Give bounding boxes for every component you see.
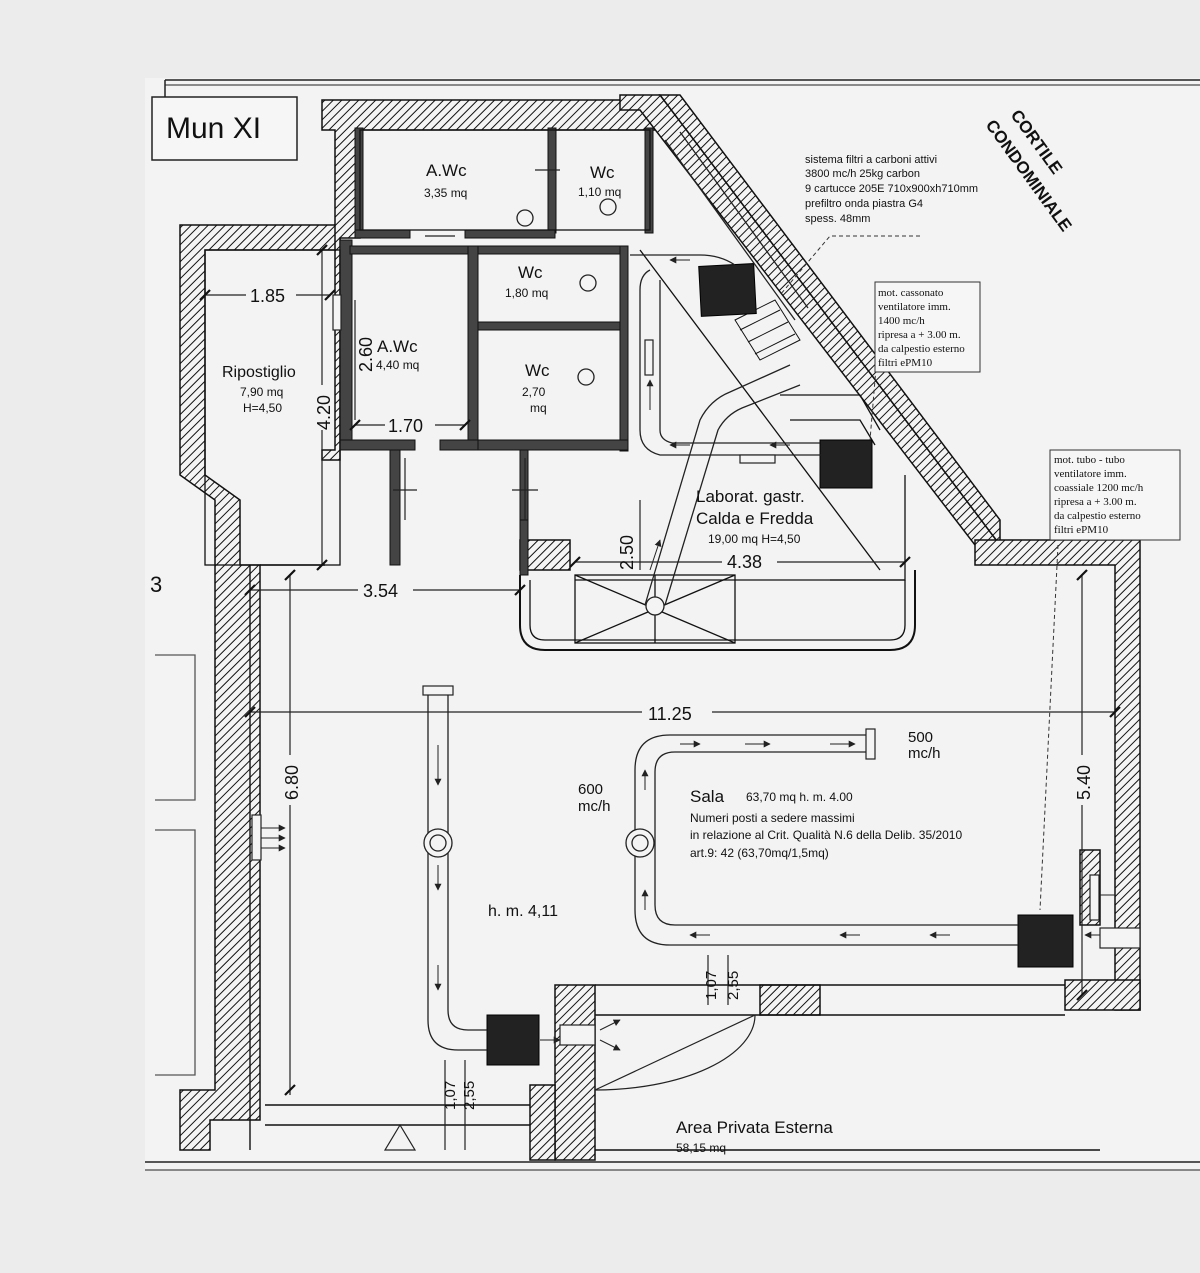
unit-motor1 (819, 439, 873, 489)
dim-420: 4.20 (314, 395, 334, 430)
note-motor1-l2: ventilatore imm. (878, 301, 951, 313)
room-lab-name1: Laborat. gastr. (696, 487, 805, 506)
dim-540: 5.40 (1074, 765, 1094, 800)
unit-filter (698, 263, 757, 317)
note-motor1-l4: ripresa a + 3.00 m. (878, 329, 961, 341)
note-motor2-l3: coassiale 1200 mc/h (1054, 482, 1144, 494)
partitions (339, 127, 654, 576)
room-wc-low-name: Wc (525, 361, 550, 380)
title-box: Mun XI (151, 96, 298, 161)
room-sala-area: 63,70 mq h. m. 4.00 (746, 790, 853, 804)
dimension-ticks (199, 244, 1121, 1096)
flow-600-unit: mc/h (578, 798, 611, 815)
adjacent-sheet-lines (155, 654, 196, 1076)
room-lab-name2: Calda e Fredda (696, 509, 814, 528)
room-wc-top-name: Wc (590, 163, 615, 182)
dim-185: 1.85 (250, 286, 285, 306)
flow-500-unit: mc/h (908, 745, 941, 762)
flow-600: 600 (578, 781, 603, 798)
dim-1125: 11.25 (648, 704, 692, 724)
dim-250: 2.50 (617, 535, 637, 570)
dim-107-right: 1,07 (703, 971, 720, 1000)
diffuser-lab (645, 596, 665, 616)
room-ripostiglio-height: H=4,50 (243, 401, 282, 415)
hall-height: h. m. 4,11 (488, 903, 558, 920)
room-awc-top-area: 3,35 mq (424, 186, 467, 200)
note-filter-l1: sistema filtri a carboni attivi (805, 154, 937, 166)
room-ripostiglio-area: 7,90 mq (240, 385, 283, 399)
room-wc-mid-name: Wc (518, 263, 543, 282)
note-motor2-l4: ripresa a + 3.00 m. (1054, 496, 1137, 508)
room-outlines (204, 129, 916, 651)
dim-354: 3.54 (363, 581, 398, 601)
room-awc-top-name: A.Wc (426, 161, 467, 180)
room-awc-mid-name: A.Wc (377, 337, 418, 356)
outdoor-name: Area Privata Esterna (676, 1118, 833, 1137)
room-awc-mid-area: 4,40 mq (376, 358, 419, 372)
dim-438: 4.38 (727, 552, 762, 572)
unit-hall (486, 1014, 540, 1066)
fan-wc-3 (577, 368, 595, 386)
fan-wc-top (516, 209, 534, 227)
dim-680: 6.80 (282, 765, 302, 800)
note-motor1-l3: 1400 mc/h (878, 315, 925, 327)
kitchen-hood (734, 299, 801, 361)
note-motor1-l6: filtri ePM10 (878, 357, 933, 369)
leader-lines (779, 235, 1059, 911)
fan-wc-1 (599, 198, 617, 216)
note-motor2-l2: ventilatore imm. (1054, 468, 1127, 480)
room-sala-line1: Numeri posti a sedere massimi (690, 811, 855, 825)
room-sala-line2: in relazione al Crit. Qualità N.6 della … (690, 828, 962, 842)
note-motor2-l5: da calpestio esterno (1054, 510, 1141, 522)
level-marker-icon (383, 1123, 417, 1151)
ventilation-units (486, 263, 1074, 1066)
diffusers (423, 198, 665, 858)
diffuser-sala (625, 828, 655, 858)
dim-255-left: 2,55 (461, 1081, 478, 1110)
room-ripostiglio-name: Ripostiglio (222, 364, 296, 381)
note-motor1-l1: mot. cassonato (878, 287, 944, 299)
dim-170: 1.70 (388, 416, 423, 436)
dim-260: 2.60 (356, 337, 376, 372)
room-wc-top-area: 1,10 mq (578, 185, 621, 199)
note-motor1-l5: da calpestio esterno (878, 343, 965, 355)
room-wc-mid-area: 1,80 mq (505, 286, 548, 300)
dim-255-right: 2,55 (725, 971, 742, 1000)
outdoor-area: 58,15 mq (676, 1141, 726, 1155)
sheet-title: Mun XI (166, 112, 261, 145)
sheet-border (145, 79, 1200, 1171)
note-filter-l2: 3800 mc/h 25kg carbon (805, 168, 920, 180)
wall-outlines (249, 564, 1100, 1151)
note-motor2-l1: mot. tubo - tubo (1054, 454, 1125, 466)
note-filter-l4: prefiltro onda piastra G4 (805, 198, 923, 210)
room-wc-low-area2: mq (530, 401, 547, 415)
edge-label: 3 (150, 572, 162, 597)
unit-motor2 (1017, 914, 1074, 968)
room-lab-area: 19,00 mq H=4,50 (708, 532, 801, 546)
room-sala-line3: art.9: 42 (63,70mq/1,5mq) (690, 846, 829, 860)
note-motor1-box (874, 281, 981, 373)
grilles (251, 294, 1141, 1046)
note-motor2-l6: filtri ePM10 (1054, 524, 1109, 536)
diffuser-hall (423, 828, 453, 858)
dim-107-left: 1,07 (442, 1081, 459, 1110)
note-filter-l5: spess. 48mm (805, 213, 870, 225)
room-wc-low-area1: 2,70 (522, 385, 546, 399)
room-sala-name: Sala (690, 787, 725, 806)
flow-500: 500 (908, 729, 933, 746)
note-motor2-box (1049, 449, 1181, 541)
note-filter-l3: 9 cartucce 205E 710x900xh710mm (805, 183, 978, 195)
ducts (427, 131, 1018, 1051)
fan-wc-2 (579, 274, 597, 292)
flow-arrows (260, 256, 1115, 1051)
doors (393, 169, 756, 1091)
